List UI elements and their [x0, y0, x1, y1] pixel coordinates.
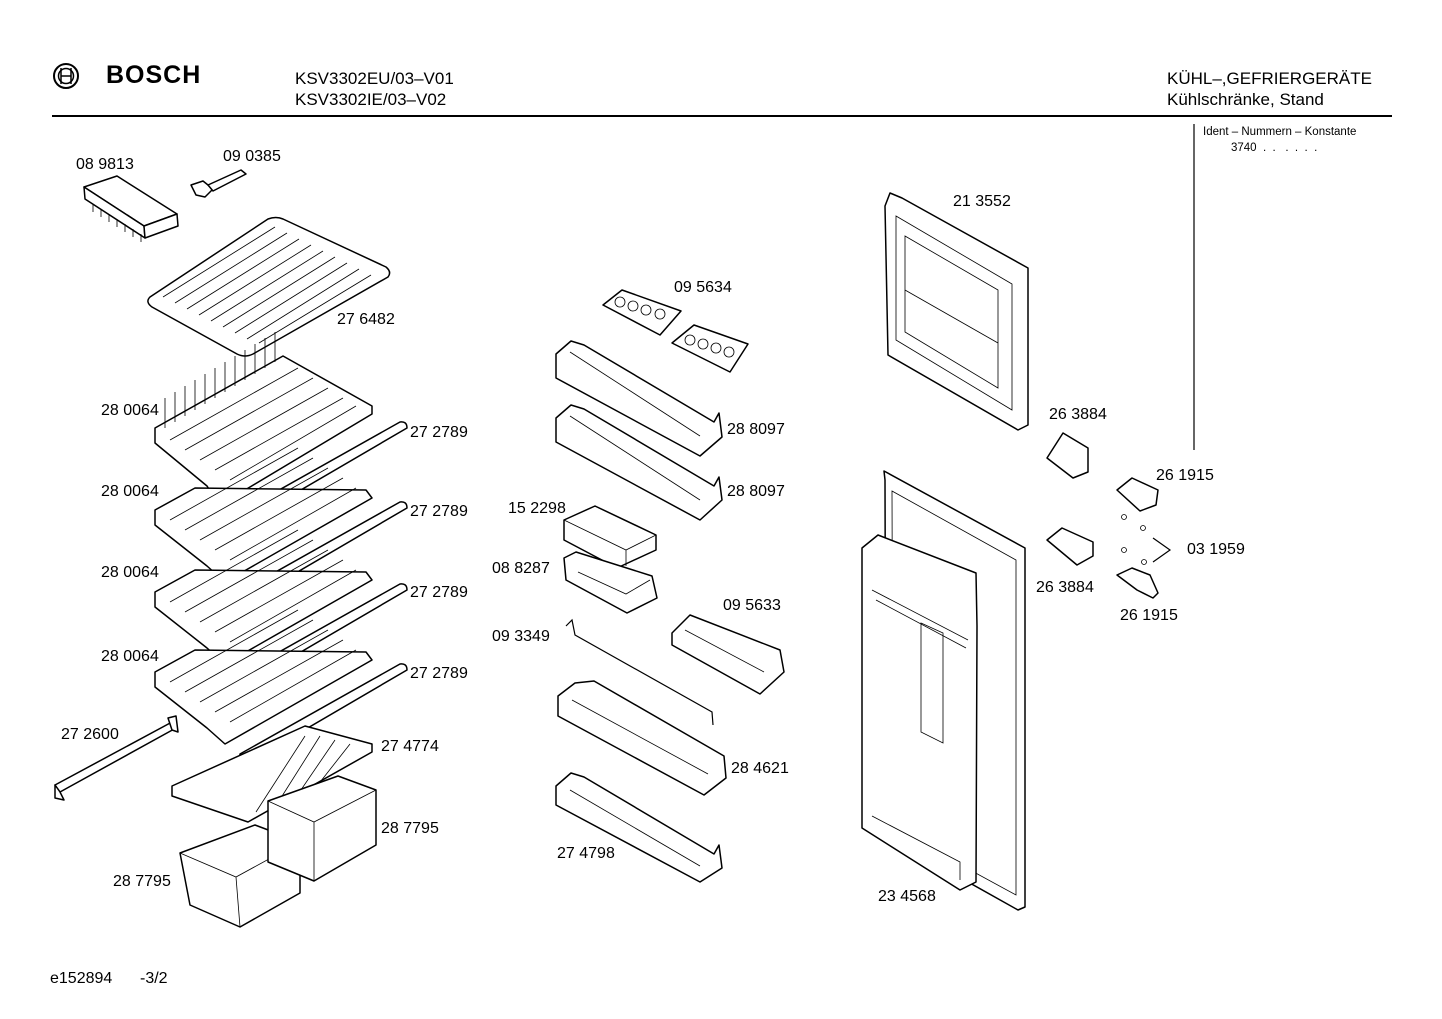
brackets-drawing	[1116, 477, 1172, 599]
page-number: -3/2	[140, 970, 168, 987]
part-label-butter-lid: 15 2298	[508, 500, 566, 517]
part-label-crisper-cover: 27 4774	[381, 738, 439, 755]
part-label-freezer-shelf: 27 6482	[337, 311, 395, 328]
model-number-2: KSV3302IE/03–V02	[295, 90, 447, 109]
part-label-freezer-door: 21 3552	[953, 193, 1011, 210]
hinges-drawing	[1046, 432, 1094, 566]
freezer-door-drawing	[884, 192, 1029, 431]
scraper-drawing	[190, 169, 247, 198]
model-number-1: KSV3302EU/03–V01	[295, 69, 454, 88]
part-label-butter-tray: 08 8287	[492, 560, 550, 577]
part-label-egg-trays: 09 5634	[674, 279, 732, 296]
category-title: KÜHL–,GEFRIERGERÄTE	[1167, 69, 1372, 88]
part-label-bracket-bottom: 26 1915	[1120, 607, 1178, 624]
part-label-ice-tray: 08 9813	[76, 156, 134, 173]
ice-cube-tray-drawing	[83, 175, 179, 242]
part-label-bottle-rail: 09 3349	[492, 628, 550, 645]
part-label-scraper: 09 0385	[223, 148, 281, 165]
part-label-shelf-3: 28 0064	[101, 564, 159, 581]
part-label-bushings: 03 1959	[1187, 541, 1245, 558]
brand-name: BOSCH	[106, 61, 202, 89]
part-label-bottle-shelf: 28 4621	[731, 760, 789, 777]
freezer-shelf-drawing	[147, 216, 391, 357]
part-label-shelf-trim-2: 27 2789	[410, 503, 468, 520]
part-label-hinge-bottom: 26 3884	[1036, 579, 1094, 596]
drawing-id: e152894	[50, 970, 113, 987]
ident-label: Ident – Nummern – Konstante	[1203, 126, 1357, 138]
part-label-hinge-top: 26 3884	[1049, 406, 1107, 423]
part-label-bracket-top: 26 1915	[1156, 467, 1214, 484]
bottle-shelves-drawing	[555, 680, 727, 883]
part-label-rail: 27 2600	[61, 726, 119, 743]
part-label-fridge-door: 23 4568	[878, 888, 936, 905]
part-label-door-shelf-2: 28 8097	[727, 483, 785, 500]
part-label-bottom-door-shelf: 27 4798	[557, 845, 615, 862]
fridge-shelves-drawing	[154, 332, 408, 765]
part-label-small-door-shelf: 09 5633	[723, 597, 781, 614]
butter-dish-drawing	[563, 505, 658, 614]
bottle-rail-drawing	[565, 618, 714, 726]
ident-value: 3740 . . . . . .	[1231, 142, 1318, 154]
part-label-shelf-1: 28 0064	[101, 402, 159, 419]
bosch-logo-icon	[52, 62, 80, 90]
fridge-door-drawing	[861, 470, 1026, 911]
part-label-shelf-trim-1: 27 2789	[410, 424, 468, 441]
crisper-drawers-drawing	[179, 775, 377, 928]
part-label-crisper-left: 28 7795	[113, 873, 171, 890]
egg-trays-drawing	[602, 289, 749, 373]
part-label-shelf-trim-3: 27 2789	[410, 584, 468, 601]
part-label-crisper-right: 28 7795	[381, 820, 439, 837]
part-label-shelf-4: 28 0064	[101, 648, 159, 665]
part-label-door-shelf-1: 28 8097	[727, 421, 785, 438]
part-label-shelf-2: 28 0064	[101, 483, 159, 500]
door-shelves-drawing	[555, 340, 723, 521]
rail-drawing	[54, 715, 179, 801]
part-label-shelf-trim-4: 27 2789	[410, 665, 468, 682]
crisper-cover-drawing	[171, 725, 373, 823]
subcategory-title: Kühlschränke, Stand	[1167, 90, 1324, 109]
bosch-armature-icon	[53, 63, 79, 89]
small-door-shelf-drawing	[671, 614, 785, 695]
